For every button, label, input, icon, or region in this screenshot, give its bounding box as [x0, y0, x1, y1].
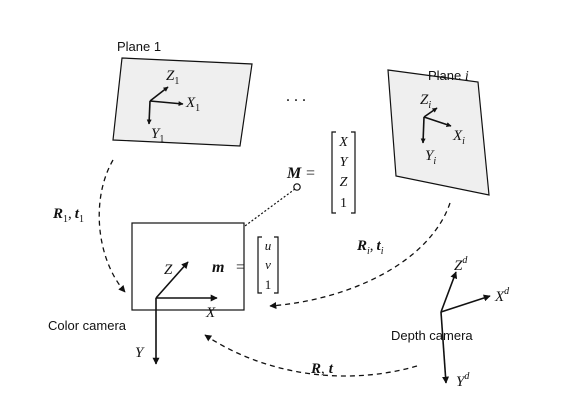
depth-camera-label: Depth camera	[391, 328, 473, 343]
depth-camera-x-label: Xd	[494, 286, 510, 305]
plane-i-label: Plane i	[428, 68, 469, 84]
color-camera-z-axis	[155, 261, 189, 299]
plane-i-pose-label: Ri,ti	[356, 238, 384, 257]
plane-1-y-axis	[146, 100, 152, 125]
world-point-symbol: M	[286, 165, 302, 182]
world-point-equals: =	[306, 165, 315, 182]
depth-camera-z-label: Zd	[454, 255, 468, 274]
ellipsis: . . .	[286, 88, 306, 105]
color-camera-group: Z X Y Color camera	[48, 222, 245, 365]
color-camera-y-label: Y	[135, 345, 145, 361]
image-plane	[131, 222, 245, 311]
plane-1-x-label: X1	[185, 95, 200, 114]
color-camera-label: Color camera	[48, 318, 127, 333]
world-point-marker	[293, 183, 301, 191]
world-point-one: 1	[340, 196, 347, 211]
color-camera-x-label: X	[205, 305, 216, 321]
image-point-equation: m = u v 1	[212, 236, 279, 294]
plane-i-shape	[387, 69, 490, 196]
plane-i-pose-arrow	[269, 202, 451, 310]
plane-i-z-axis	[423, 107, 438, 118]
relative-pose-label: R,t	[310, 361, 334, 377]
plane-1-pose-arrow	[98, 159, 126, 293]
image-point-v: v	[265, 257, 271, 272]
plane-1-y-label: Y1	[151, 126, 164, 145]
image-point-u: u	[265, 238, 272, 253]
plane-1-z-axis	[149, 86, 169, 102]
world-point-x: X	[338, 135, 348, 150]
world-point-bracket-left	[331, 131, 336, 214]
color-camera-z-label: Z	[164, 262, 173, 278]
depth-camera-group: Zd Xd Yd Depth camera	[391, 255, 510, 390]
world-point-equation: M = X Y Z 1	[286, 131, 356, 214]
image-point-bracket-left	[257, 236, 262, 294]
plane-1-label: Plane 1	[117, 39, 161, 54]
world-point-y: Y	[340, 155, 350, 170]
depth-camera-x-axis	[440, 294, 491, 313]
plane-i-z-label: Zi	[420, 92, 431, 111]
plane-i-group: Plane i Zi Xi Yi	[387, 68, 490, 196]
plane-1-group: Plane 1 Z1 X1 Y1	[112, 39, 253, 147]
image-point-one: 1	[265, 277, 272, 292]
plane-1-x-axis	[149, 100, 184, 107]
image-point-bracket-right	[274, 236, 279, 294]
image-point-equals: =	[236, 259, 245, 276]
image-point-symbol: m	[212, 259, 224, 276]
plane-1-shape	[112, 57, 253, 147]
relative-pose-arrow	[204, 334, 418, 377]
plane-1-pose-label: R1,t1	[52, 206, 84, 225]
plane-i-y-label: Yi	[425, 148, 436, 167]
plane-i-x-axis	[423, 116, 452, 127]
world-point-z: Z	[340, 175, 348, 190]
depth-camera-z-axis	[440, 271, 458, 313]
depth-camera-y-label: Yd	[456, 371, 470, 390]
world-point-bracket-right	[351, 131, 356, 214]
plane-i-x-label: Xi	[452, 128, 465, 147]
plane-1-z-label: Z1	[166, 68, 179, 87]
plane-i-y-axis	[420, 116, 426, 144]
depth-camera-y-axis	[440, 311, 450, 384]
